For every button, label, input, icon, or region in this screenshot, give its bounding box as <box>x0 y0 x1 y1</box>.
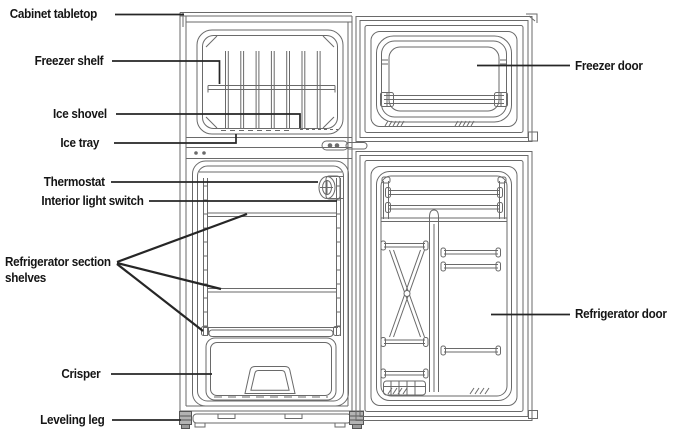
leveling-legs <box>179 405 364 429</box>
label-freezer-shelf: Freezer shelf <box>34 53 103 68</box>
label-leveling-leg: Leveling leg <box>40 412 106 427</box>
label-ice-tray: Ice tray <box>60 135 99 150</box>
ice-tray-marks <box>221 129 338 131</box>
label-freezer-door: Freezer door <box>575 58 643 73</box>
label-thermostat: Thermostat <box>43 174 105 189</box>
cabinet-divider-band <box>186 137 368 159</box>
leader-refrigerator-section-shelves <box>116 212 248 332</box>
refrigerator-door-drawing <box>355 151 538 421</box>
leader-lines <box>111 13 570 421</box>
freezer-shelf-drawing <box>207 51 336 128</box>
label-cabinet-tabletop: Cabinet tabletop <box>9 6 98 21</box>
label-crisper: Crisper <box>60 366 100 381</box>
thermostat-knob <box>318 175 343 200</box>
crisper-drawer <box>201 326 341 401</box>
label-ice-shovel: Ice shovel <box>53 106 107 121</box>
label-interior-light-switch: Interior light switch <box>41 193 145 208</box>
label-refrigerator-door: Refrigerator door <box>575 306 667 321</box>
freezer-door-drawing <box>355 13 538 142</box>
label-refrigerator-section-shelves: Refrigerator section shelves <box>5 254 111 285</box>
leader-ice-tray <box>114 134 237 144</box>
freezer-compartment <box>196 29 344 135</box>
leader-ice-shovel <box>116 113 301 128</box>
leader-freezer-shelf <box>112 60 221 84</box>
cabinet-outline <box>179 12 353 412</box>
refrigerator-shelves <box>207 212 337 293</box>
